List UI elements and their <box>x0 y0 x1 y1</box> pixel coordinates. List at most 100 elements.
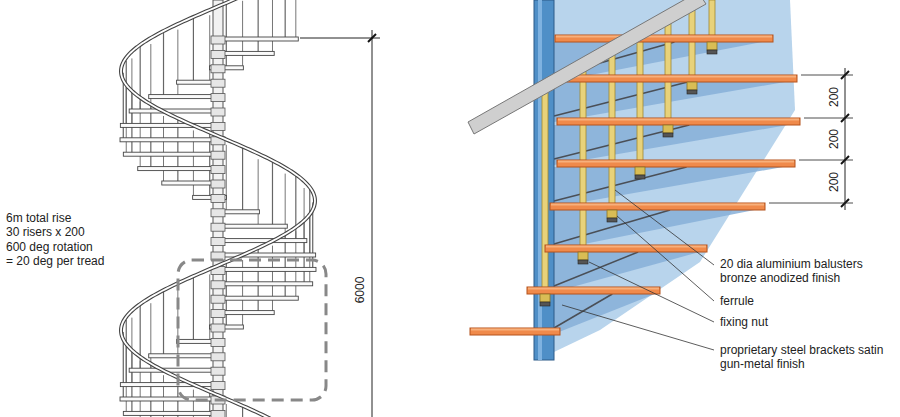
baluster <box>126 60 127 125</box>
steel-bracket <box>554 252 638 286</box>
tread <box>138 167 218 171</box>
label-box: 200 <box>827 87 841 107</box>
note-text: = 20 deg per tread <box>6 254 104 268</box>
post-collar <box>211 410 225 417</box>
post-collar <box>211 209 225 217</box>
baluster <box>150 303 151 368</box>
callout-text: 20 dia aluminium balusters bronze anodiz… <box>720 257 888 285</box>
label-box: ferrule <box>720 294 754 308</box>
baluster <box>126 320 127 385</box>
baluster <box>150 44 151 109</box>
ferrule <box>707 42 717 50</box>
baluster <box>285 0 286 39</box>
leader-line <box>617 216 714 301</box>
baluster <box>226 3 227 68</box>
tread <box>120 138 218 142</box>
steel-bracket <box>554 167 687 201</box>
tread <box>218 282 313 286</box>
post-collar <box>211 367 225 375</box>
note-text: 6m total rise <box>6 211 71 225</box>
baluster <box>258 0 259 53</box>
label-box: 6000 <box>353 277 367 304</box>
baluster <box>580 60 586 252</box>
tread <box>149 95 218 99</box>
baluster <box>163 32 164 97</box>
ferrule <box>663 125 673 133</box>
dimension-line <box>372 30 373 417</box>
baluster <box>177 30 178 95</box>
baluster <box>258 159 259 224</box>
tread <box>218 253 316 257</box>
baluster <box>193 17 194 82</box>
tread <box>218 311 274 315</box>
fixing-nut <box>540 302 550 306</box>
ferrule <box>635 167 645 175</box>
tread-top <box>471 329 559 331</box>
callout-text: ferrule <box>720 294 754 308</box>
baluster <box>272 161 273 226</box>
tread <box>218 224 287 228</box>
baluster <box>285 174 286 239</box>
post-collar <box>211 382 225 390</box>
label-box: proprietary steel brackets satin gun-met… <box>720 343 888 371</box>
tread-top <box>558 119 799 121</box>
extension-line <box>300 38 380 39</box>
tread <box>120 383 218 387</box>
fixing-nut <box>707 50 717 54</box>
dimension-line <box>845 68 846 210</box>
tread <box>557 160 795 167</box>
baluster <box>140 305 141 370</box>
post-collar <box>211 108 225 116</box>
baluster <box>193 276 194 341</box>
baluster <box>226 404 227 417</box>
post-collar <box>211 338 225 346</box>
ferrule <box>607 210 617 218</box>
label-box: fixing nut <box>720 315 768 329</box>
post-collar <box>211 281 225 289</box>
newel-post <box>534 0 554 360</box>
tread <box>129 109 218 113</box>
tread <box>555 35 773 42</box>
baluster <box>665 12 671 125</box>
tread <box>218 37 298 41</box>
tread <box>218 51 274 55</box>
baluster <box>163 375 164 417</box>
label-box: = 20 deg per tread <box>6 254 104 268</box>
post-collar <box>211 223 225 231</box>
tread-shadow <box>554 167 783 207</box>
callout-text: fixing nut <box>720 315 768 329</box>
label-box: 200 <box>827 129 841 149</box>
tread-shadow <box>554 125 788 165</box>
tread <box>550 203 765 210</box>
post-collar <box>211 36 225 44</box>
tread <box>218 267 316 271</box>
tread-top <box>558 161 794 163</box>
post-collar <box>211 65 225 73</box>
leader-line <box>589 262 714 322</box>
baluster <box>226 145 227 210</box>
post-collar <box>211 166 225 174</box>
fixing-nut <box>635 175 645 179</box>
post-collar <box>211 50 225 58</box>
label-box: 20 dia aluminium balusters bronze anodiz… <box>720 257 888 285</box>
note-text: 30 risers x 200 <box>6 225 85 239</box>
post-collar <box>211 310 225 318</box>
baluster <box>309 190 310 255</box>
callout-text: proprietary steel brackets satin gun-met… <box>720 343 888 371</box>
baluster <box>242 147 243 212</box>
tread-shadow <box>554 252 699 292</box>
ferrule <box>540 294 550 302</box>
post-collar <box>211 180 225 188</box>
post-collar <box>211 238 225 246</box>
detail-marker <box>178 260 326 400</box>
tread-top <box>546 246 706 248</box>
dimension-text: 6000 <box>353 277 367 304</box>
leader-line <box>562 305 714 350</box>
dimension-text: 200 <box>827 172 841 192</box>
fixing-nut <box>663 133 673 137</box>
ferrule <box>687 82 697 90</box>
tread <box>162 181 218 185</box>
baluster <box>542 82 548 294</box>
baluster <box>140 46 141 111</box>
